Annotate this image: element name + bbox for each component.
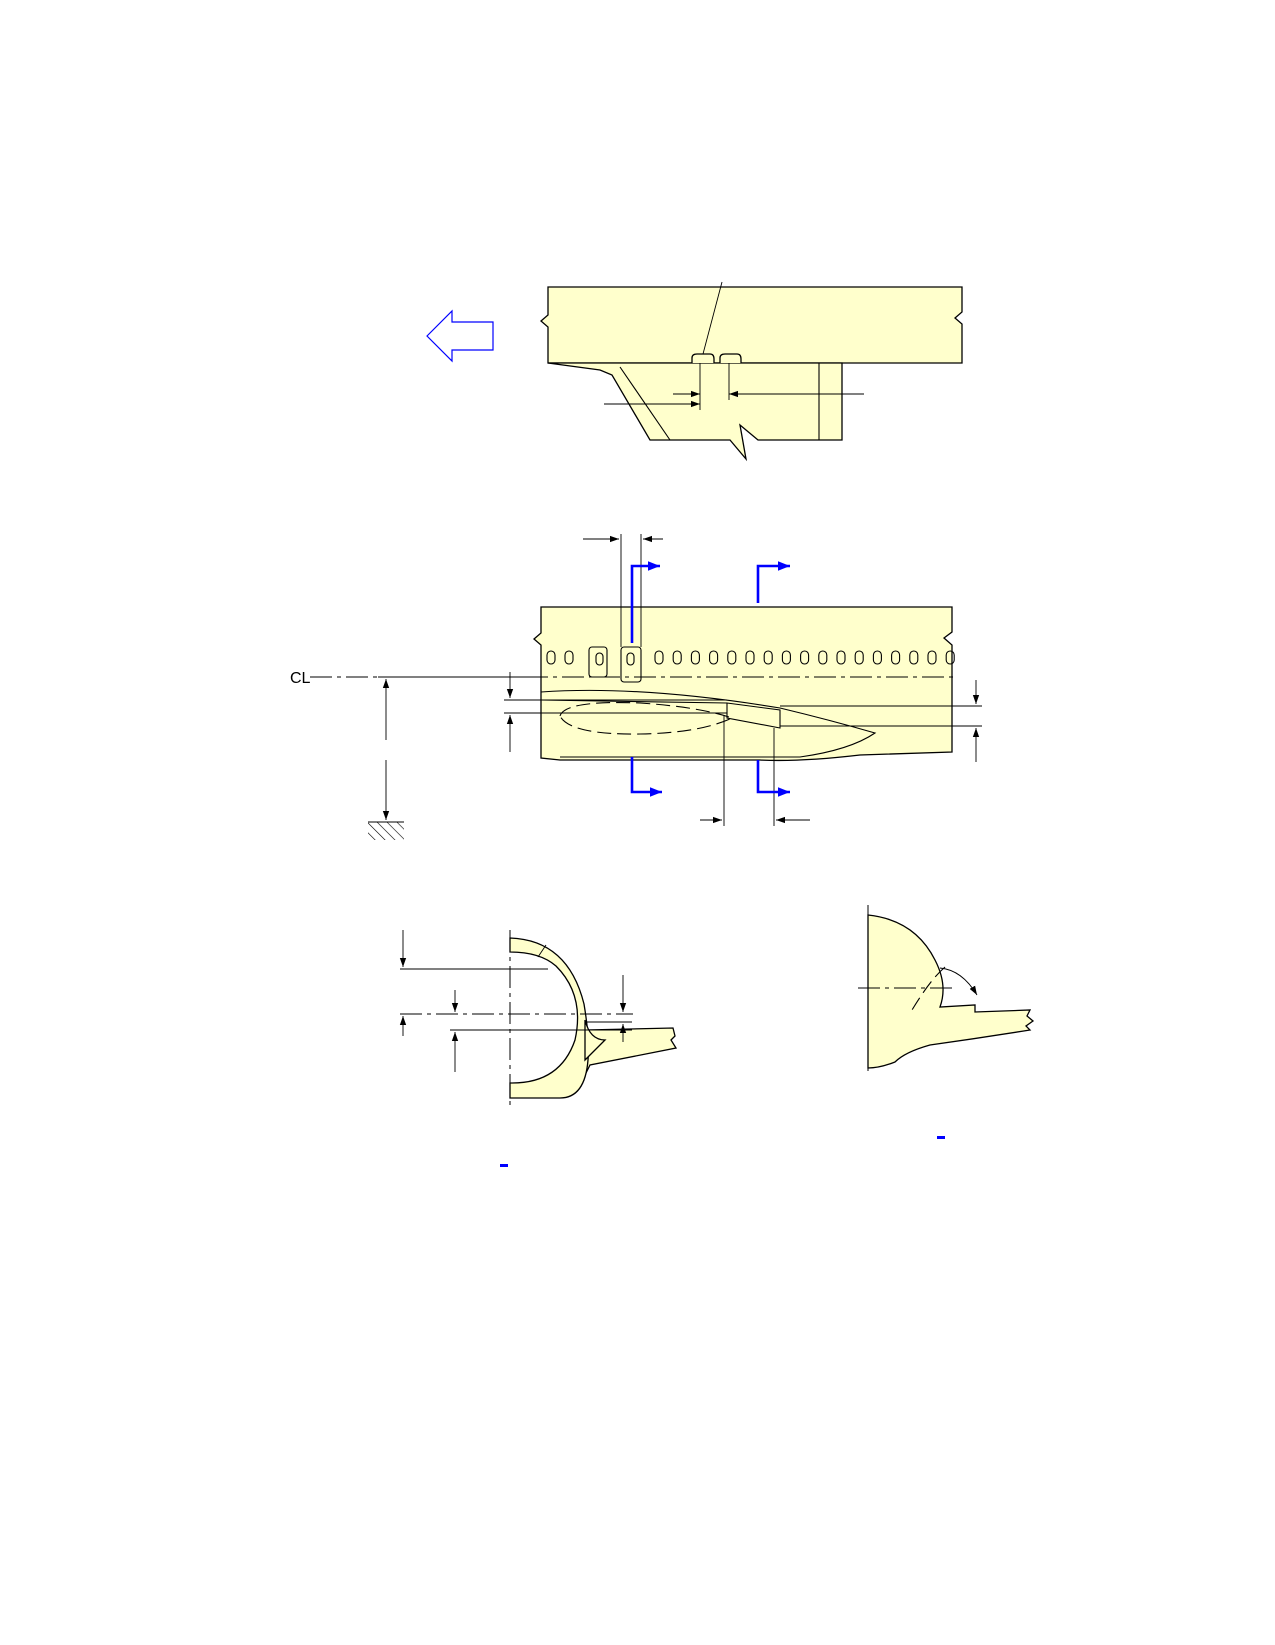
window: [836, 650, 846, 665]
window: [564, 650, 574, 665]
junction-bump-2: [719, 353, 742, 363]
window: [945, 650, 955, 665]
section-view: -: [399, 930, 678, 1169]
window: [727, 650, 737, 665]
window: [781, 650, 791, 665]
window: [818, 650, 828, 665]
detail-view: -: [858, 905, 1035, 1141]
window: [909, 650, 919, 665]
section-wing-stub: [584, 1027, 678, 1076]
top-detail-view: [426, 281, 963, 462]
fairing-edge: [619, 366, 671, 441]
window: [927, 650, 937, 665]
wing-profile-dashed: [559, 702, 734, 735]
wing-outline: [540, 689, 877, 758]
detail-view-label: -: [937, 1139, 938, 1141]
window: [872, 650, 882, 665]
door-window: [626, 652, 635, 666]
junction-bump-1: [691, 353, 715, 363]
leader-line: [702, 281, 723, 355]
section-cut-arrow-icon: [756, 561, 790, 603]
wing-root-fairing: [547, 362, 843, 462]
door-window: [595, 652, 604, 666]
forward-arrow-icon: [426, 309, 494, 363]
fairing-fillet: [584, 1019, 607, 1062]
rotation-arc: [939, 967, 978, 996]
window: [672, 650, 682, 665]
window: [763, 650, 773, 665]
section-cut-arrow-icon: [630, 757, 662, 797]
window: [854, 650, 864, 665]
window: [709, 650, 719, 665]
window: [690, 650, 700, 665]
ground-hatch-icon: [368, 822, 404, 840]
fuselage-strip: [540, 286, 963, 364]
window: [654, 650, 664, 665]
detail-fairing: [867, 914, 1035, 1069]
window: [546, 650, 556, 665]
window: [891, 650, 901, 665]
fairing-line: [540, 699, 728, 704]
section-cut-arrow-icon: [630, 561, 660, 643]
window: [800, 650, 810, 665]
fuselage-half-ring: [509, 937, 590, 1099]
section-view-label: -: [500, 1167, 501, 1169]
fuselage-side: [533, 606, 953, 762]
door-2: [620, 646, 642, 683]
section-cut-arrow-icon: [756, 760, 790, 797]
section-view-dash: [500, 1164, 508, 1167]
window-row: [546, 650, 955, 666]
centerline-symbol: CL: [290, 670, 311, 687]
detail-view-dash: [937, 1136, 945, 1139]
detail-dashed-edge: [911, 966, 946, 1011]
window: [745, 650, 755, 665]
side-elevation-view: CL: [290, 534, 982, 840]
ring-frame-line: [537, 944, 547, 958]
